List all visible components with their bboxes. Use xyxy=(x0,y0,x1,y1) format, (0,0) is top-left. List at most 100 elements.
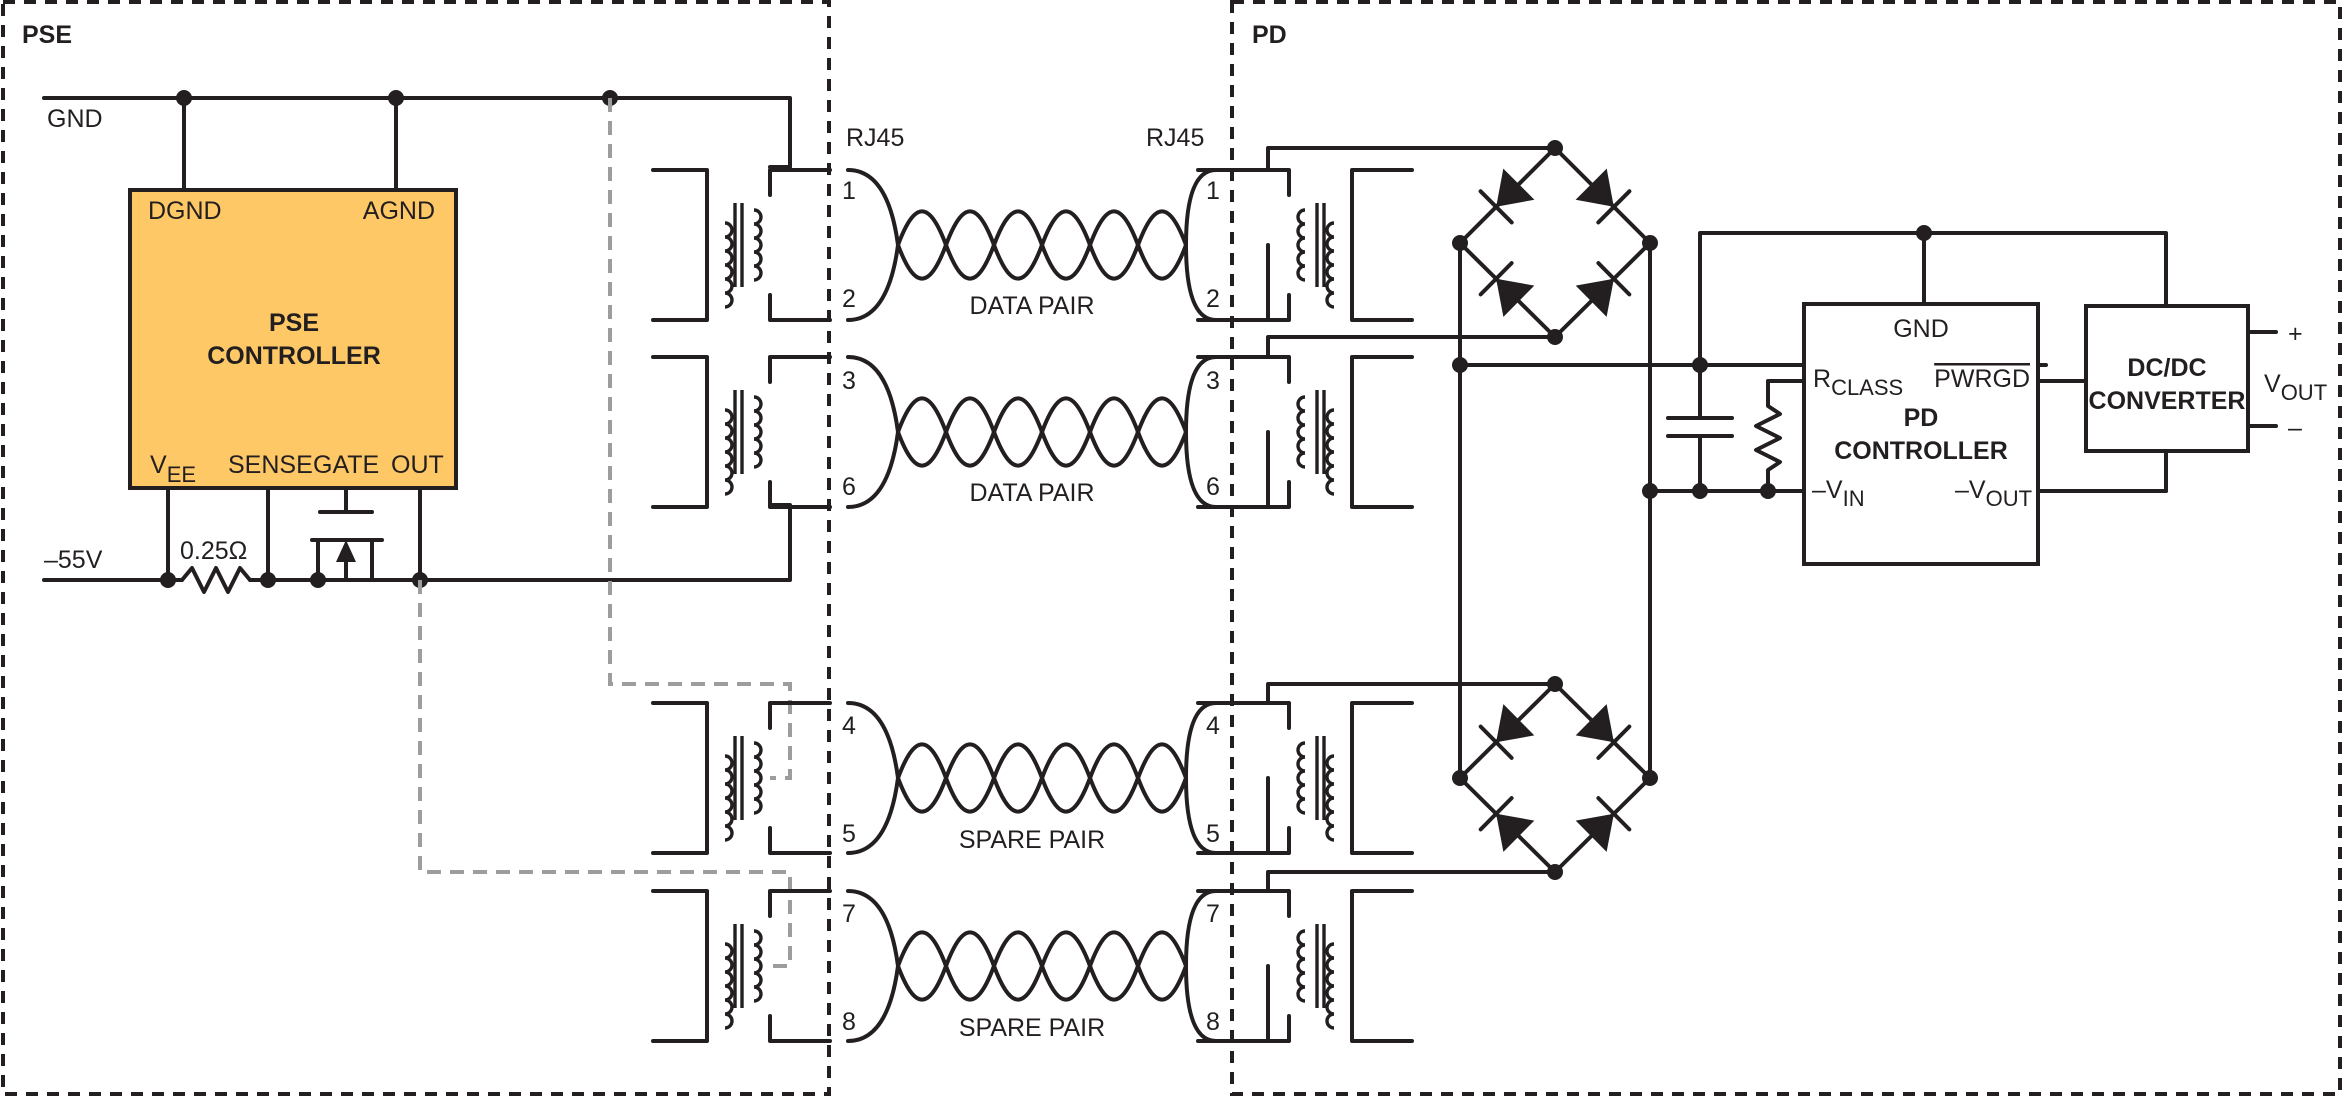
pair-2-pin-left-top: 3 xyxy=(842,367,856,395)
resistor-value: 0.25Ω xyxy=(180,537,247,565)
pin-sense: SENSE xyxy=(228,451,313,479)
bridge-node xyxy=(1547,140,1563,156)
twisted-pairs xyxy=(846,168,1218,1043)
pd-pin-pwrgd: PWRGD xyxy=(1934,365,2030,393)
input-capacitor xyxy=(1666,363,1734,493)
sense-resistor xyxy=(180,566,252,594)
dcdc-converter: DC/DC CONVERTER + – VOUT xyxy=(2084,304,2327,453)
twisted-wire-bottom xyxy=(846,742,1218,855)
twisted-pair-3 xyxy=(846,701,1218,855)
pair-1-pin-left-bottom: 2 xyxy=(842,285,856,313)
diode-3 xyxy=(1496,278,1535,317)
pd-pin-gnd: GND xyxy=(1893,315,1949,343)
diode-cathode-bar xyxy=(1478,796,1514,832)
pair-1: 1 2 1 2 DATA PAIR xyxy=(842,177,1220,320)
neg55v-label: –55V xyxy=(44,546,103,574)
pair-4-pin-right-bottom: 8 xyxy=(1206,1008,1220,1036)
pair-4: 7 8 7 8 SPARE PAIR xyxy=(842,900,1220,1042)
diode-cathode-bar xyxy=(1478,189,1514,225)
bridge-outline xyxy=(1458,146,1652,339)
diode-4 xyxy=(1575,813,1614,852)
twisted-wire-bottom xyxy=(846,209,1218,322)
diode-bridge-2 xyxy=(1452,676,1658,880)
diode-cathode-bar xyxy=(1596,724,1632,760)
diode-cathode-bar xyxy=(1596,189,1632,225)
pd-controller-title-1: PD xyxy=(1904,404,1939,432)
rj45-right-label: RJ45 xyxy=(1146,124,1204,152)
alt-neg55v-path xyxy=(418,580,792,968)
twisted-pair-1 xyxy=(846,168,1218,322)
pair-4-pin-left-top: 7 xyxy=(842,900,856,928)
pse-controller-title-1: PSE xyxy=(269,309,319,337)
pair-4-pin-left-bottom: 8 xyxy=(842,1008,856,1036)
pair-2: 3 6 3 6 DATA PAIR xyxy=(842,367,1220,507)
pd-controller-title-2: CONTROLLER xyxy=(1834,437,2008,465)
vout-label: VOUT xyxy=(2264,370,2327,405)
vout-minus: – xyxy=(2288,414,2302,442)
pd-section-label: PD xyxy=(1252,21,1287,49)
twisted-wire-bottom xyxy=(846,396,1218,509)
pair-3-pin-left-bottom: 5 xyxy=(842,820,856,848)
alt-gnd-path xyxy=(608,98,792,780)
pin-agnd: AGND xyxy=(363,197,435,225)
diode-3 xyxy=(1496,813,1535,852)
pair-2-pin-right-top: 3 xyxy=(1206,367,1220,395)
dcdc-title-2: CONVERTER xyxy=(2089,387,2246,415)
pse-section: PSE xyxy=(1,0,831,1096)
pair-1-pin-right-top: 1 xyxy=(1206,177,1220,205)
pse-xfmr-1 xyxy=(651,168,832,322)
pse-xfmr-4 xyxy=(651,889,832,1043)
pair-3-pin-right-bottom: 5 xyxy=(1206,820,1220,848)
diode-2 xyxy=(1575,168,1614,207)
bridge-node xyxy=(1547,329,1563,345)
neg55v-rail: –55V 0.25Ω xyxy=(42,486,792,594)
bridge-rails xyxy=(1452,225,2168,780)
diode-1 xyxy=(1496,704,1535,743)
pd-controller-box xyxy=(1802,302,2040,566)
diode-bridges xyxy=(1452,140,1658,880)
vout-plus: + xyxy=(2288,320,2303,348)
pse-xfmr-2 xyxy=(651,355,832,509)
pair-1-pin-left-top: 1 xyxy=(842,177,856,205)
pair-1-pin-right-bottom: 2 xyxy=(1206,285,1220,313)
pse-transformers xyxy=(651,168,832,1043)
dcdc-title-1: DC/DC xyxy=(2127,354,2206,382)
diode-cathode-bar xyxy=(1596,261,1632,297)
twisted-pair-4 xyxy=(846,889,1218,1043)
pin-vee: VEE xyxy=(150,451,196,487)
pd-xfmr-2 xyxy=(1196,355,1414,509)
pair-4-label: SPARE PAIR xyxy=(959,1014,1105,1042)
bridge-node xyxy=(1547,864,1563,880)
pd-controller: GND RCLASS PWRGD PD CONTROLLER –VIN –VOU… xyxy=(1802,302,2040,566)
pair-2-pin-right-bottom: 6 xyxy=(1206,473,1220,501)
pse-controller: DGND AGND PSE CONTROLLER VEE SENSE GATE … xyxy=(128,188,458,490)
twisted-pair-2 xyxy=(846,355,1218,509)
pair-3-pin-left-top: 4 xyxy=(842,712,856,740)
pair-2-label: DATA PAIR xyxy=(969,479,1094,507)
pair-2-pin-left-bottom: 6 xyxy=(842,473,856,501)
pd-pin-rclass: RCLASS xyxy=(1813,365,1903,400)
pair-3-pin-right-top: 4 xyxy=(1206,712,1220,740)
pair-1-label: DATA PAIR xyxy=(969,292,1094,320)
pd-pin-vin: –VIN xyxy=(1812,476,1865,511)
gnd-label: GND xyxy=(47,105,103,133)
pair-4-pin-right-top: 7 xyxy=(1206,900,1220,928)
gnd-rail: GND xyxy=(42,90,792,192)
pd-transformers xyxy=(1196,168,1414,1043)
diode-bridge-1 xyxy=(1452,140,1658,345)
diode-cathode-bar xyxy=(1478,724,1514,760)
diode-cathode-bar xyxy=(1478,261,1514,297)
pse-controller-box xyxy=(128,188,458,490)
pair-3-label: SPARE PAIR xyxy=(959,826,1105,854)
pd-pin-vout: –VOUT xyxy=(1955,476,2032,511)
diode-1 xyxy=(1496,168,1535,207)
pin-dgnd: DGND xyxy=(148,197,222,225)
mosfet xyxy=(310,486,422,582)
diode-2 xyxy=(1575,704,1614,743)
pd-xfmr-3 xyxy=(1196,701,1414,855)
pd-xfmr-4 xyxy=(1196,889,1414,1043)
pse-section-label: PSE xyxy=(22,21,72,49)
diode-cathode-bar xyxy=(1596,796,1632,832)
rj45-left-label: RJ45 xyxy=(846,124,904,152)
